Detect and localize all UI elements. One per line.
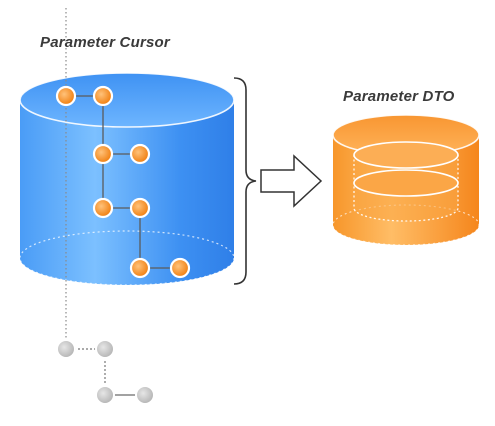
parameter-dto-label: Parameter DTO — [343, 88, 455, 105]
record-node — [92, 85, 114, 107]
record-nodes — [55, 85, 191, 279]
pending-node — [135, 385, 155, 405]
parameter-cursor-label: Parameter Cursor — [40, 34, 170, 51]
record-node — [92, 143, 114, 165]
record-node — [129, 197, 151, 219]
right-curly-bracket-icon — [233, 77, 257, 285]
dto-cylinder — [332, 114, 480, 246]
right-arrow-outline-icon — [260, 154, 323, 208]
record-node — [92, 197, 114, 219]
record-node — [129, 257, 151, 279]
record-node — [169, 257, 191, 279]
cursor-cylinder — [19, 72, 235, 286]
record-node — [129, 143, 151, 165]
pending-node — [56, 339, 76, 359]
pending-nodes — [56, 339, 155, 405]
pending-node — [95, 385, 115, 405]
record-node — [55, 85, 77, 107]
pending-node — [95, 339, 115, 359]
